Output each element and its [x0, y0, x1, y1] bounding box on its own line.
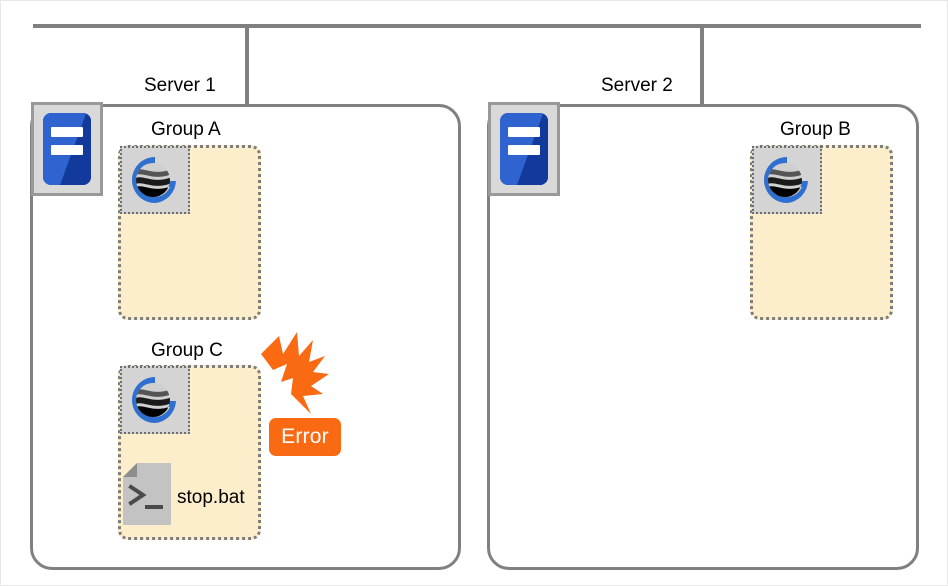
- error-status-badge: Error: [269, 418, 341, 456]
- server-2-label: Server 2: [601, 75, 673, 96]
- server-1-label: Server 1: [144, 75, 216, 96]
- server-1-container: [30, 104, 461, 570]
- batch-file-icon: [123, 463, 171, 525]
- lightning-burst-icon: [259, 332, 337, 414]
- server-chassis: [500, 113, 548, 185]
- group-a-label: Group A: [151, 119, 221, 140]
- server-1-bus-connector: [245, 24, 249, 105]
- server-2-bus-connector: [700, 24, 704, 105]
- product-globe-icon: [752, 146, 822, 214]
- product-globe-icon: [120, 366, 190, 434]
- product-globe-icon: [120, 146, 190, 214]
- server-slot-bar-bottom: [508, 145, 540, 155]
- server-rack-icon: [31, 102, 103, 196]
- server-chassis: [43, 113, 91, 185]
- server-slot-bar-top: [51, 127, 83, 137]
- group-b-label: Group B: [780, 119, 851, 140]
- server-rack-icon: [488, 102, 560, 196]
- server-slot-bar-bottom: [51, 145, 83, 155]
- server-slot-bar-top: [508, 127, 540, 137]
- top-bus-line: [33, 24, 921, 28]
- group-c-label: Group C: [151, 340, 223, 361]
- server-2-container: [487, 104, 919, 570]
- file-name-label: stop.bat: [177, 487, 245, 508]
